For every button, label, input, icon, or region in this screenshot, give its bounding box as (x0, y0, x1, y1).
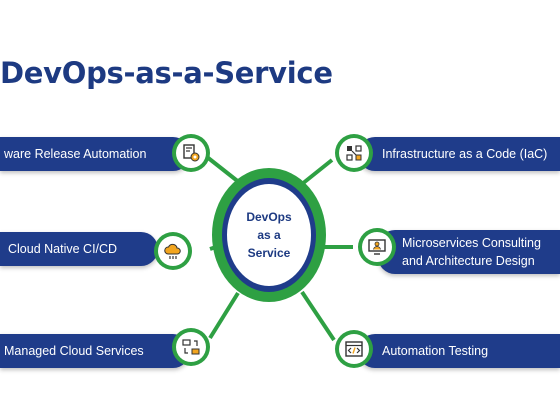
service-pill-managed-cloud: Managed Cloud Services (0, 334, 190, 368)
service-pill-automation-testing: Automation Testing (358, 334, 560, 368)
service-label-managed-cloud: Managed Cloud Services (4, 344, 144, 358)
iac-node (335, 134, 373, 172)
center-line-3: Service (247, 246, 291, 260)
release-node (172, 134, 210, 172)
service-label-iac: Infrastructure as a Code (IaC) (382, 147, 548, 161)
code-browser-icon (345, 341, 363, 357)
managed-node (172, 328, 210, 366)
center-line-1: DevOps (246, 210, 292, 224)
service-pill-cloud-cicd: Cloud Native CI/CD (0, 232, 158, 266)
service-pill-iac: Infrastructure as a Code (IaC) (358, 137, 560, 171)
service-label-microservices-line1: Microservices Consulting (402, 236, 541, 250)
service-label-microservices-line2: and Architecture Design (402, 254, 535, 268)
service-label-automation-testing: Automation Testing (382, 344, 489, 358)
cloud-transfer-icon (182, 339, 200, 355)
service-label-release-automation: ware Release Automation (4, 147, 147, 161)
gear-document-icon (183, 144, 200, 162)
center-line-2: as a (257, 228, 281, 242)
center-hub-core: DevOps as a Service (227, 184, 311, 286)
center-hub-ring: DevOps as a Service (222, 178, 316, 292)
service-label-microservices: Microservices Consulting and Architectur… (402, 234, 541, 270)
testing-node (335, 330, 373, 368)
cloud-icon (164, 243, 181, 259)
service-label-cloud-cicd: Cloud Native CI/CD (8, 242, 118, 256)
cube-network-icon (346, 145, 362, 161)
service-pill-release-automation: ware Release Automation (0, 137, 190, 171)
micro-node (358, 228, 396, 266)
center-hub: DevOps as a Service (212, 168, 326, 302)
monitor-user-icon (368, 239, 386, 255)
cicd-node (154, 232, 192, 270)
page-title: DevOps-as-a-Service (0, 56, 333, 90)
service-pill-microservices: Microservices Consulting and Architectur… (378, 230, 560, 274)
